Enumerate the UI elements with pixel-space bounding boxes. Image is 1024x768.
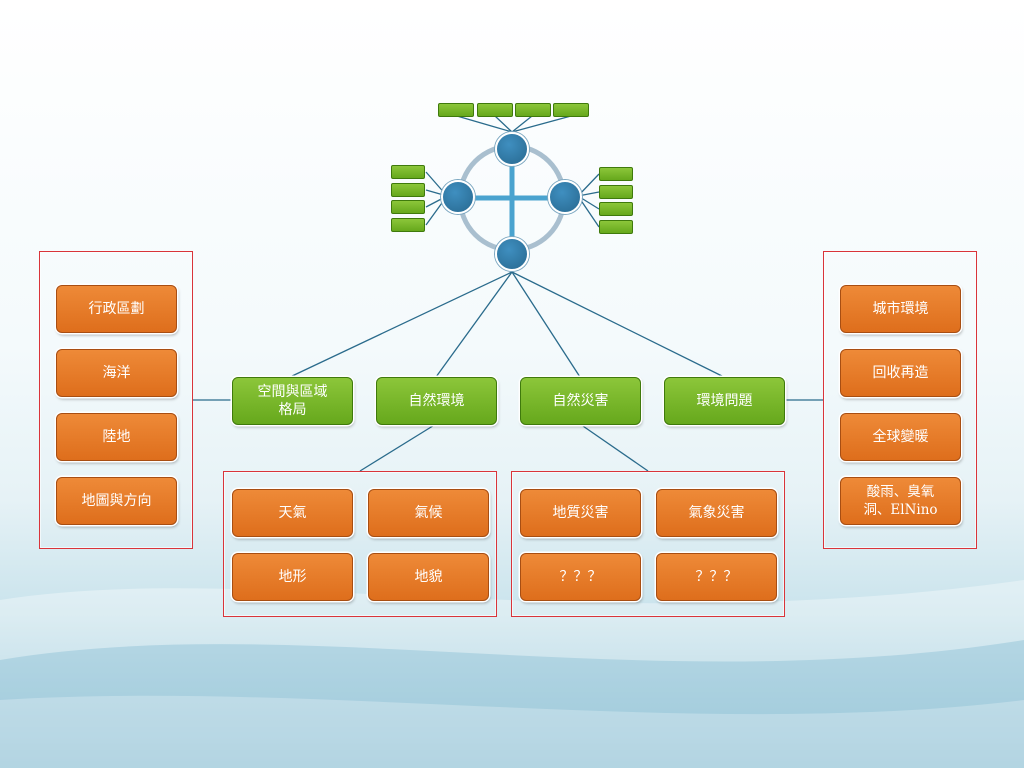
right-item: 回收再造 bbox=[840, 349, 961, 397]
hub-mini-box bbox=[553, 103, 589, 117]
hub-mini-box bbox=[515, 103, 551, 117]
left-item: 地圖與方向 bbox=[56, 477, 177, 525]
hub-mini-box bbox=[599, 202, 633, 216]
hub-node-bottom bbox=[495, 237, 529, 271]
left-item: 海洋 bbox=[56, 349, 177, 397]
hub-mini-box bbox=[391, 183, 425, 197]
nature-item: 天氣 bbox=[232, 489, 353, 537]
hub-mini-box bbox=[391, 218, 425, 232]
hub-node-top bbox=[495, 132, 529, 166]
left-item: 行政區劃 bbox=[56, 285, 177, 333]
nature-item: 地形 bbox=[232, 553, 353, 601]
disaster-item: 地質災害 bbox=[520, 489, 641, 537]
hub-mini-box bbox=[477, 103, 513, 117]
disaster-item: 氣象災害 bbox=[656, 489, 777, 537]
nature-item: 地貌 bbox=[368, 553, 489, 601]
category-box: 環境問題 bbox=[664, 377, 785, 425]
right-item: 全球變暖 bbox=[840, 413, 961, 461]
hub-mini-box bbox=[391, 200, 425, 214]
hub-mini-box bbox=[438, 103, 474, 117]
hub-mini-box bbox=[599, 185, 633, 199]
category-box: 空間與區域 格局 bbox=[232, 377, 353, 425]
nature-item: 氣候 bbox=[368, 489, 489, 537]
hub-node-right bbox=[548, 180, 582, 214]
middle-right-group-frame bbox=[511, 471, 785, 617]
disaster-item: ？？？ bbox=[520, 553, 641, 601]
hub-mini-box bbox=[391, 165, 425, 179]
right-item: 酸雨、臭氧 洞、ElNino bbox=[840, 477, 961, 525]
left-item: 陸地 bbox=[56, 413, 177, 461]
category-box: 自然環境 bbox=[376, 377, 497, 425]
hub-mini-box bbox=[599, 220, 633, 234]
left-group-frame bbox=[39, 251, 193, 549]
middle-left-group-frame bbox=[223, 471, 497, 617]
right-item: 城市環境 bbox=[840, 285, 961, 333]
right-group-frame bbox=[823, 251, 977, 549]
hub-node-left bbox=[441, 180, 475, 214]
disaster-item: ？？？ bbox=[656, 553, 777, 601]
category-box: 自然災害 bbox=[520, 377, 641, 425]
hub-mini-box bbox=[599, 167, 633, 181]
